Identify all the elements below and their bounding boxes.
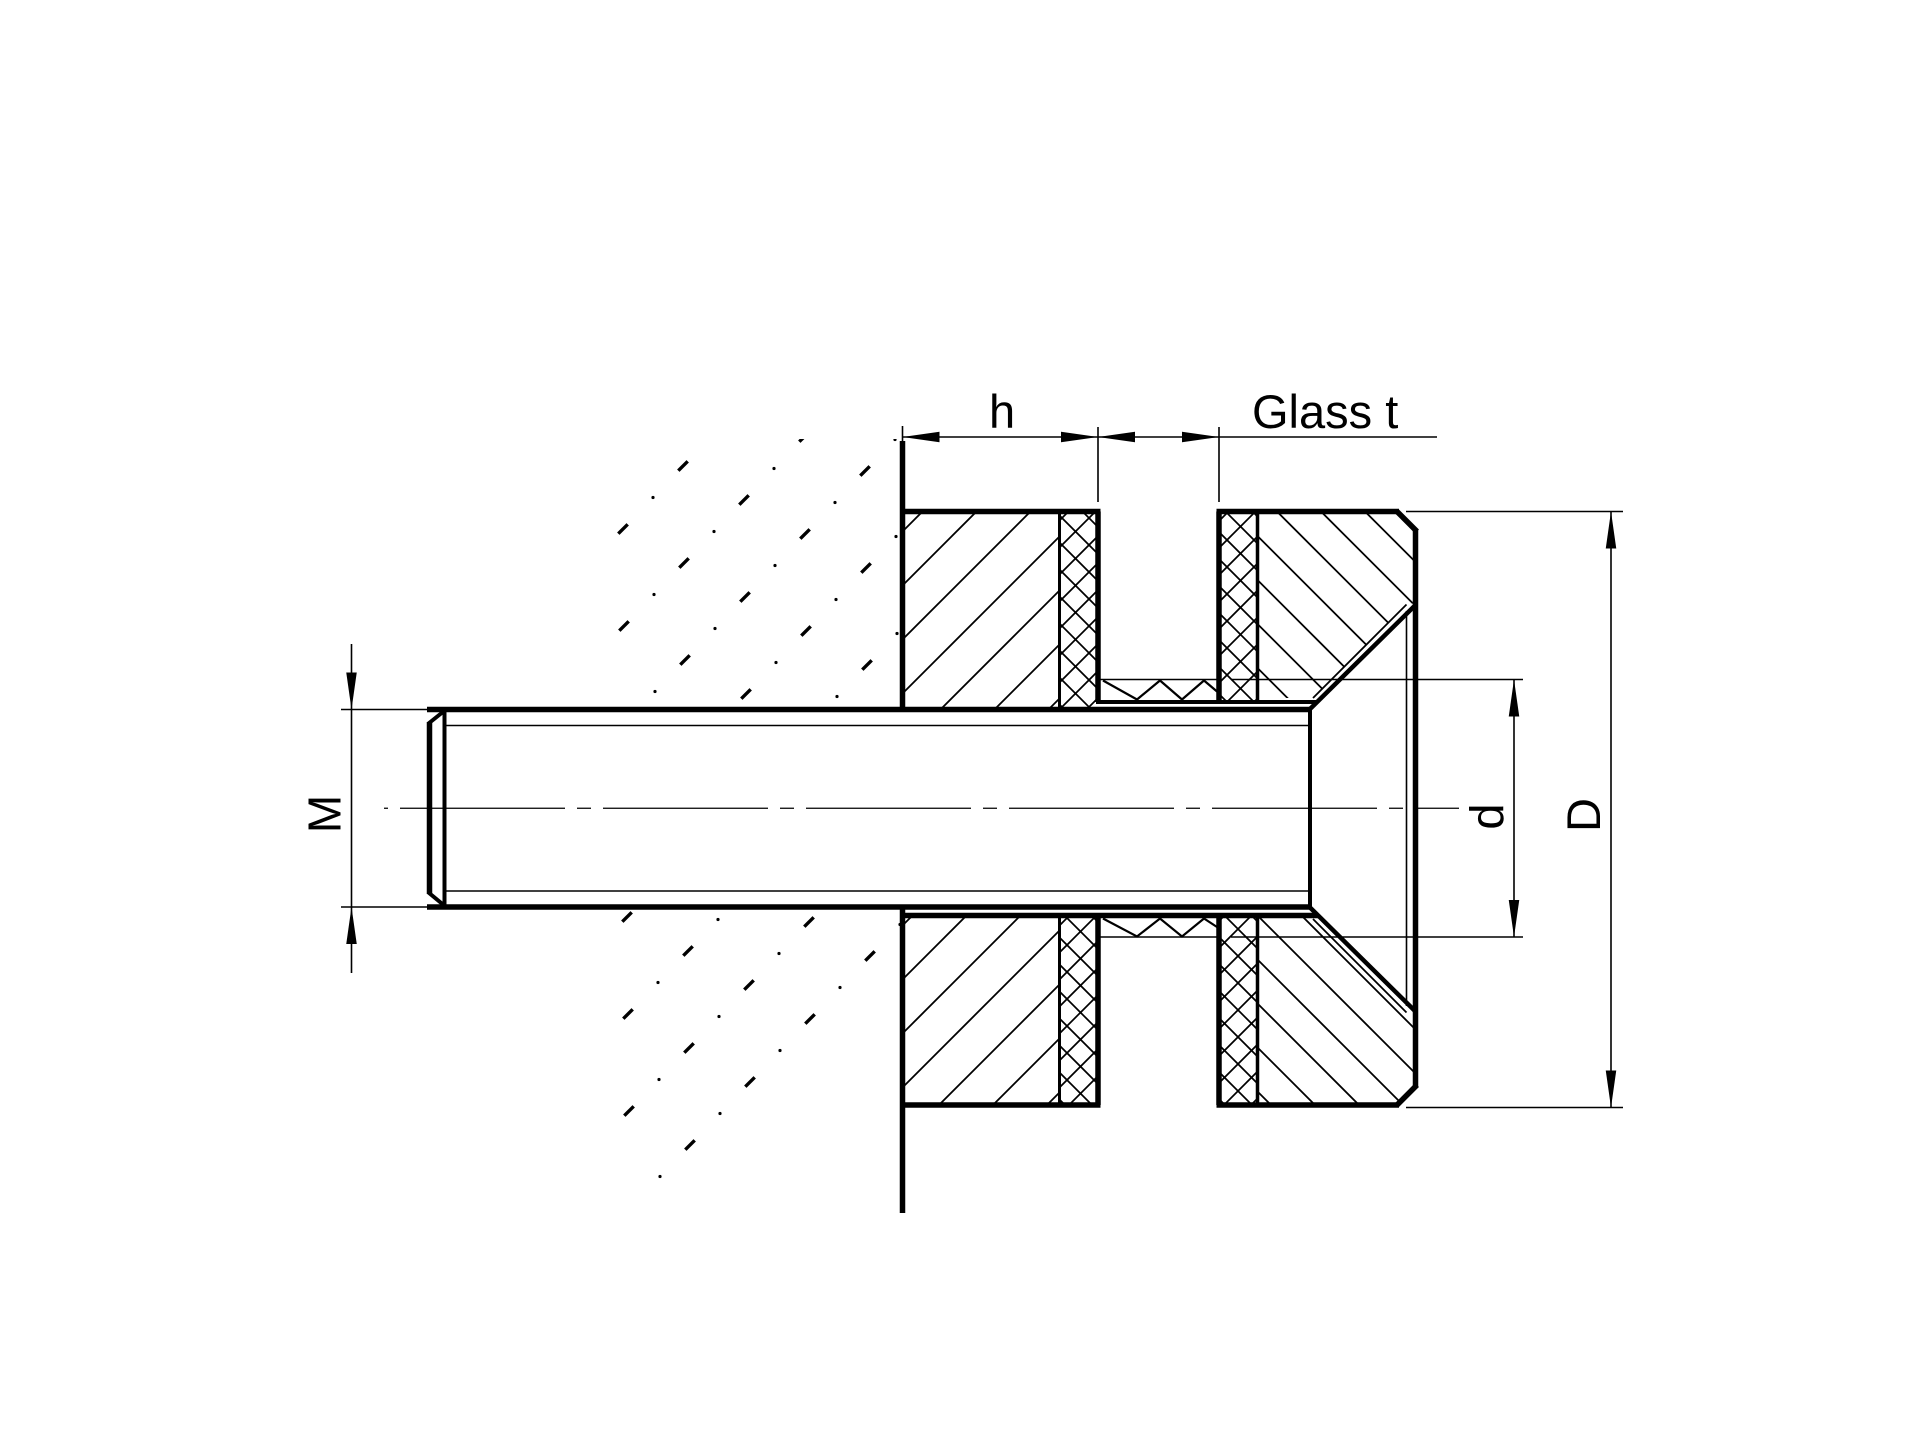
svg-text:Glass t: Glass t: [1252, 385, 1398, 438]
svg-text:D: D: [1557, 798, 1610, 832]
svg-text:h: h: [989, 385, 1015, 438]
svg-text:M: M: [299, 795, 351, 833]
svg-text:d: d: [1461, 803, 1514, 829]
